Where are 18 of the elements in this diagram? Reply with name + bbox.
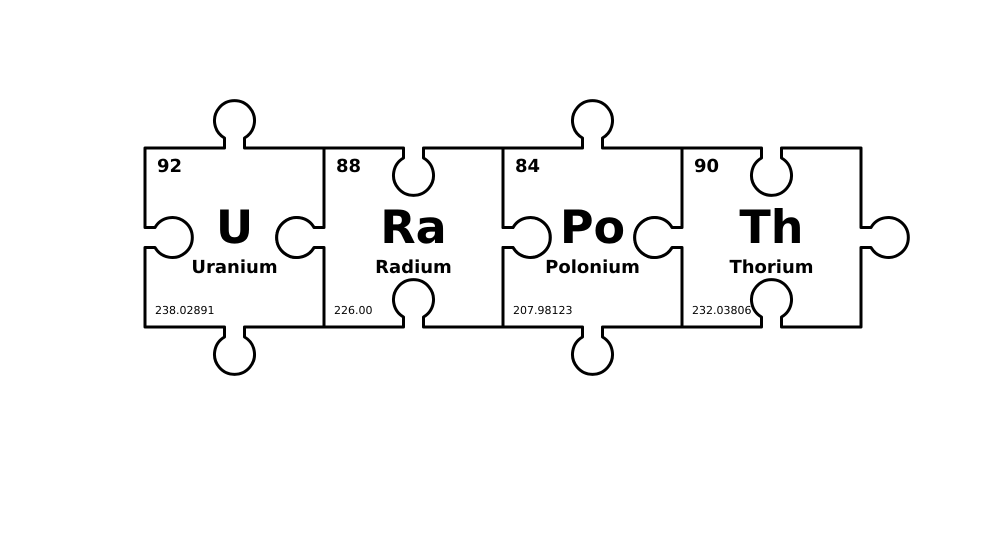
puzzle-piece [503, 100, 682, 375]
atomic-mass: 238.02891 [155, 305, 214, 316]
element-symbol: Th [739, 204, 804, 250]
atomic-number: 84 [515, 158, 540, 176]
element-symbol: U [216, 204, 254, 250]
element-symbol: Ra [380, 204, 447, 250]
element-name: Uranium [191, 259, 278, 277]
element-symbol: Po [560, 204, 626, 250]
atomic-number: 88 [336, 158, 362, 176]
element-name: Polonium [545, 259, 640, 277]
puzzle-piece [145, 100, 324, 375]
atomic-mass: 226.00 [334, 305, 372, 316]
element-name: Radium [375, 259, 452, 277]
atomic-mass: 232.03806 [692, 305, 752, 316]
atomic-number: 90 [694, 158, 720, 176]
atomic-mass: 207.98123 [513, 305, 572, 316]
atomic-number: 92 [157, 158, 182, 176]
element-name: Thorium [729, 259, 814, 277]
